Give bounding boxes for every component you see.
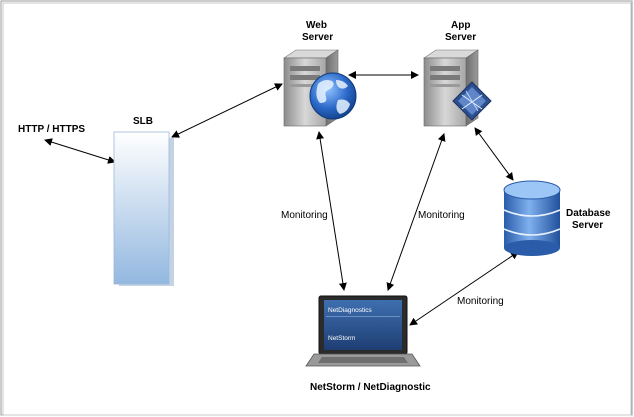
http-label: HTTP / HTTPS (18, 124, 85, 135)
slb-node: SLB (113, 116, 174, 286)
edge-db-netstorm (409, 251, 519, 326)
db-monitoring-label: Monitoring (457, 296, 504, 307)
slb-label: SLB (133, 116, 153, 127)
slb-bar (113, 131, 170, 285)
laptop-screen-line2: NetStorm (328, 335, 355, 342)
edge-slb-web (171, 83, 283, 138)
app-monitoring-label: Monitoring (418, 210, 465, 221)
app-server-label-2: Server (445, 32, 476, 43)
netstorm-label: NetStorm / NetDiagnostic (310, 382, 431, 393)
connectors (44, 71, 519, 326)
app-server-label-1: App (451, 20, 470, 31)
edge-http-slb (44, 138, 116, 164)
laptop-screen (324, 300, 402, 350)
web-server-node: Web Server (283, 20, 357, 127)
laptop-icon: NetDiagnostics NetStorm (305, 295, 421, 367)
app-server-node: App Server (423, 20, 492, 127)
database-server-node: Database Server (503, 180, 611, 256)
web-server-label-2: Server (302, 32, 333, 43)
netstorm-node: NetDiagnostics NetStorm NetStorm / NetDi… (305, 295, 431, 393)
edge-web-netstorm (316, 131, 347, 291)
laptop-screen-line1: NetDiagnostics (328, 307, 372, 314)
web-server-label-1: Web (306, 20, 327, 31)
database-label-2: Server (572, 220, 603, 231)
web-monitoring-label: Monitoring (281, 210, 328, 221)
database-icon (503, 180, 561, 256)
globe-icon (309, 72, 357, 120)
edge-app-netstorm (386, 133, 446, 291)
database-label-1: Database (566, 208, 611, 219)
app-diamond-icon (452, 81, 492, 121)
edge-app-db (474, 127, 514, 181)
